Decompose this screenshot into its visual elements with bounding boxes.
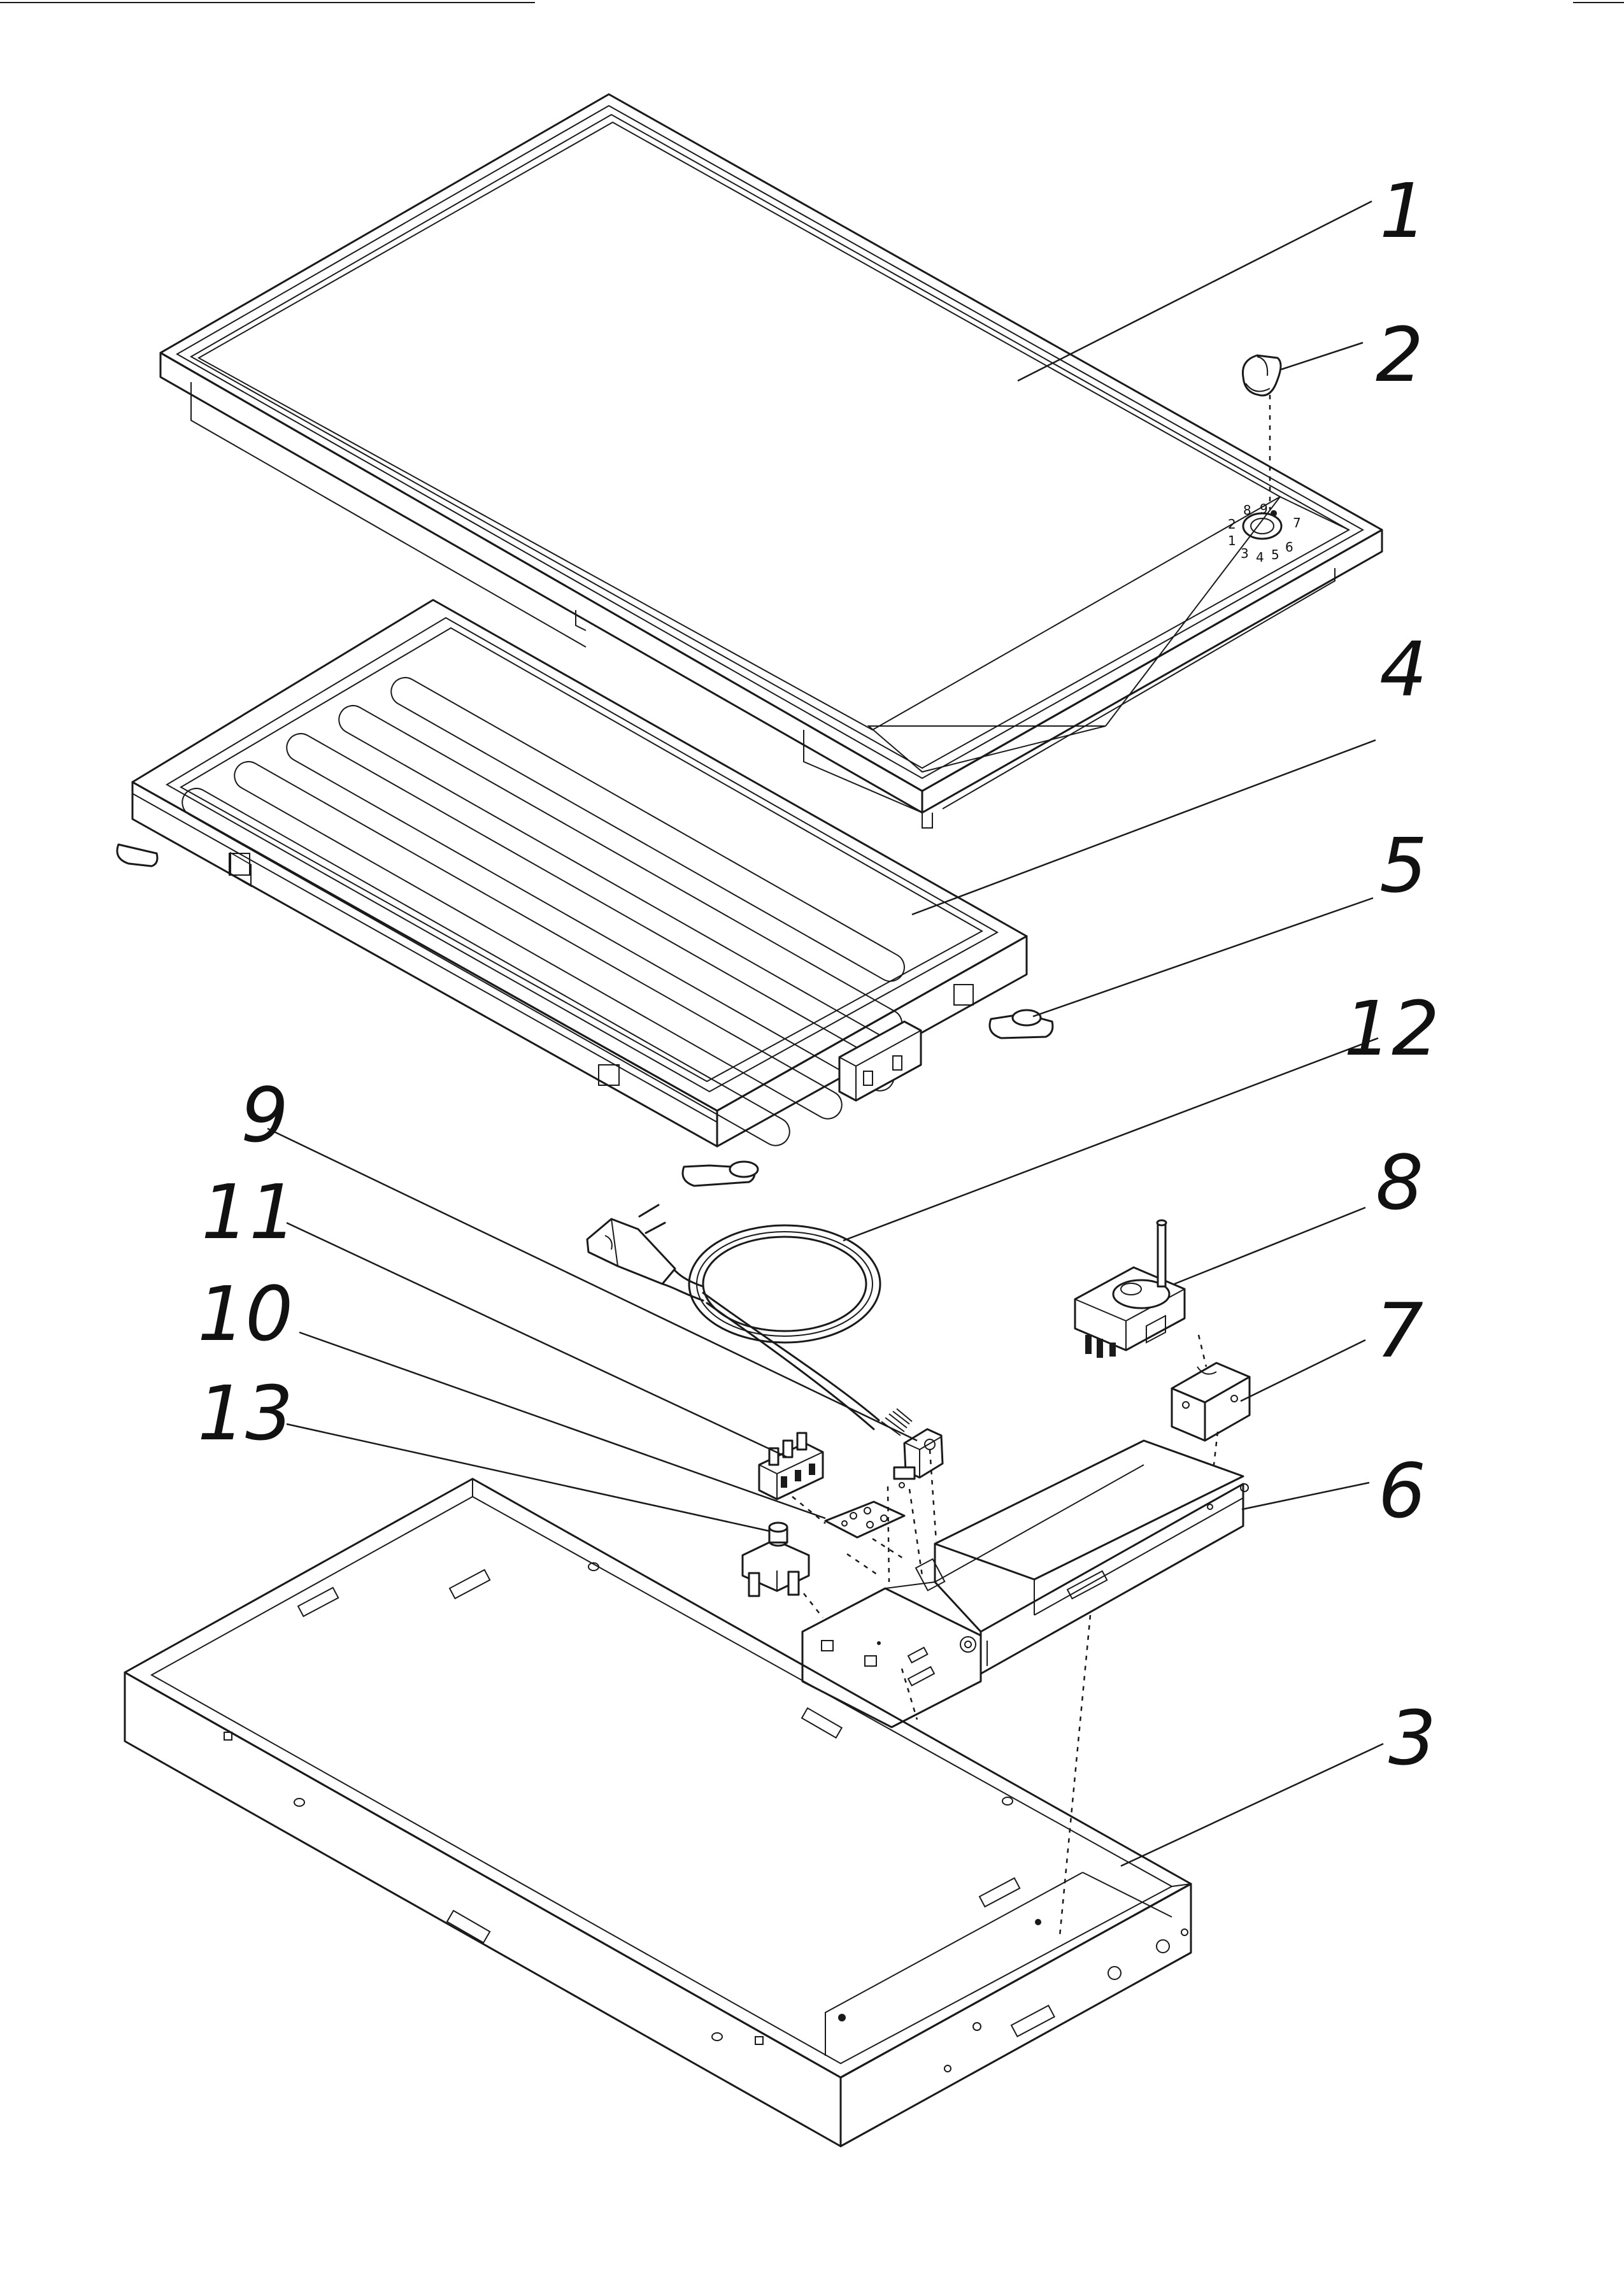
part-9-cord-connector bbox=[881, 1408, 944, 1488]
callout-9: 9 bbox=[241, 1071, 288, 1159]
part-8-thermostat bbox=[1074, 1219, 1186, 1358]
dial-markings: 1 2 3 4 5 6 7 8 9 bbox=[1228, 501, 1301, 565]
callout-7: 7 bbox=[1376, 1286, 1423, 1374]
part-3-base-tray bbox=[124, 1478, 1192, 2148]
dial-mark-1: 1 bbox=[1228, 533, 1236, 548]
dial-mark-2: 2 bbox=[1228, 517, 1236, 532]
callout-13: 13 bbox=[197, 1369, 293, 1457]
part-11-terminal-block bbox=[758, 1432, 824, 1500]
callout-5: 5 bbox=[1379, 822, 1427, 909]
part-1-top-plate: 1 2 3 4 5 6 7 8 9 bbox=[159, 93, 1383, 829]
leader-lines bbox=[267, 200, 1384, 1867]
dial-mark-5: 5 bbox=[1271, 547, 1279, 562]
callout-6: 6 bbox=[1378, 1447, 1426, 1535]
part-12-power-cord bbox=[586, 1204, 881, 1430]
callout-1: 1 bbox=[1379, 167, 1427, 255]
dial-mark-6: 6 bbox=[1285, 539, 1293, 555]
part-2-knob bbox=[1241, 354, 1282, 397]
part-7-angle-bracket bbox=[1171, 1362, 1251, 1442]
dial-mark-7: 7 bbox=[1293, 515, 1301, 531]
callout-8: 8 bbox=[1376, 1139, 1423, 1227]
callout-12: 12 bbox=[1344, 985, 1439, 1072]
callout-10: 10 bbox=[197, 1270, 293, 1358]
assembly-dashed-lines bbox=[792, 395, 1271, 1937]
part-6-bracket bbox=[801, 1439, 1249, 1728]
callout-labels: 1 2 3 4 5 6 7 8 9 10 11 12 13 bbox=[197, 167, 1439, 1782]
callout-11: 11 bbox=[201, 1168, 297, 1256]
part-10-terminal-plate bbox=[824, 1500, 906, 1539]
part-13-earth-terminal bbox=[741, 1521, 810, 1597]
callout-2: 2 bbox=[1376, 311, 1423, 399]
part-4-heating-tray bbox=[131, 599, 1028, 1148]
callout-4: 4 bbox=[1379, 625, 1427, 713]
dial-mark-9: 9 bbox=[1260, 501, 1268, 517]
part-5-feet bbox=[116, 843, 1054, 1187]
dial-mark-4: 4 bbox=[1256, 550, 1264, 565]
callout-3: 3 bbox=[1388, 1694, 1436, 1782]
dial-mark-3: 3 bbox=[1241, 546, 1249, 561]
dial-mark-8: 8 bbox=[1243, 502, 1251, 518]
